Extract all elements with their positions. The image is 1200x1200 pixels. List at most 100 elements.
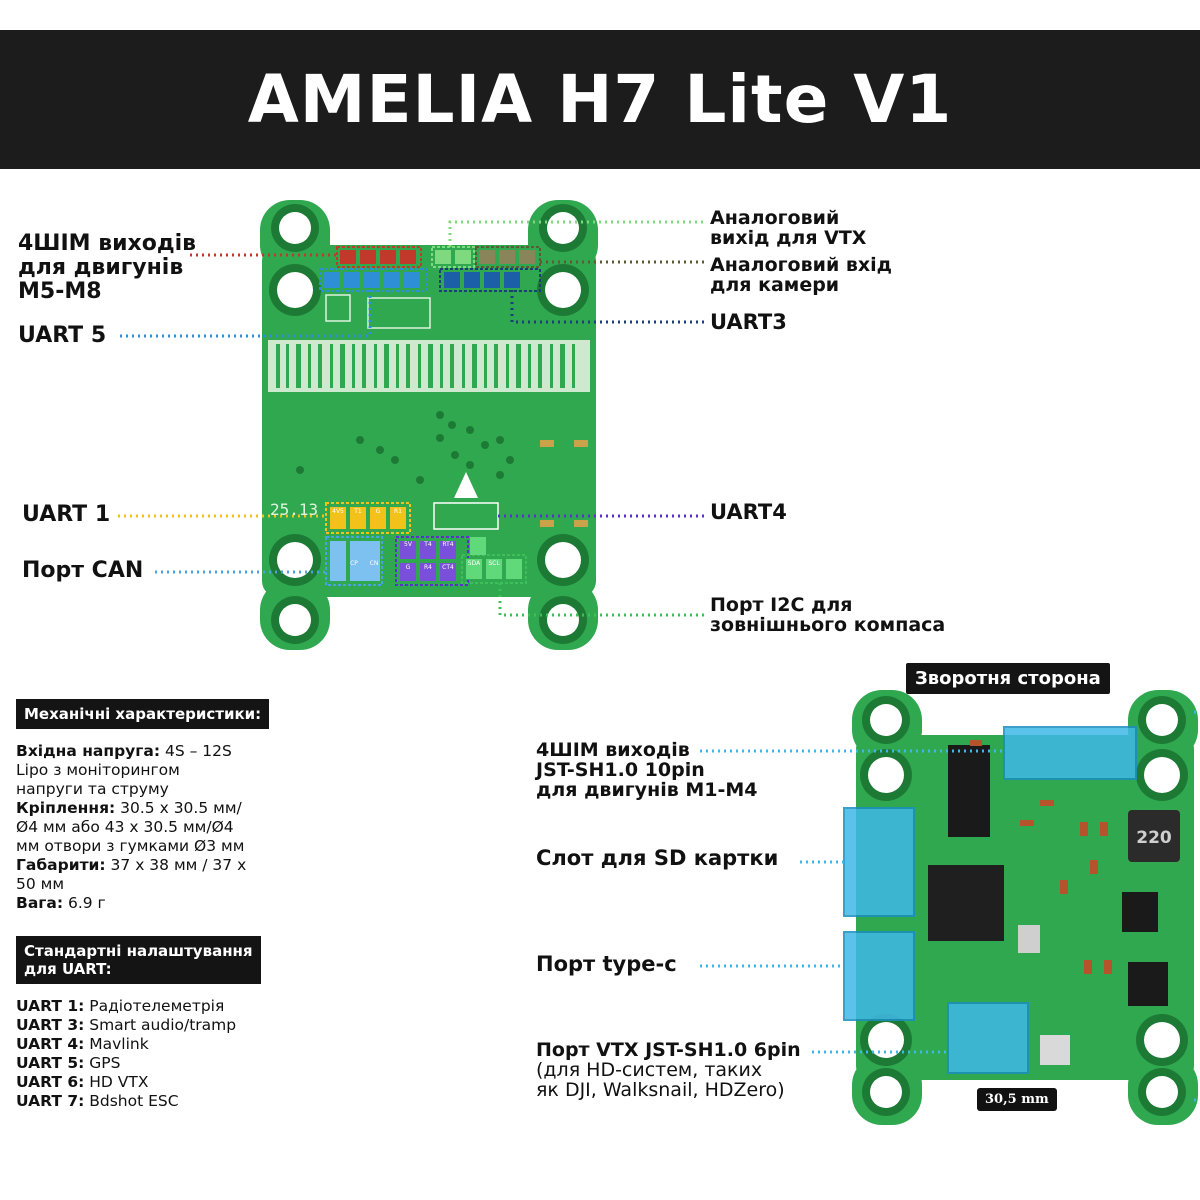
sd-slot bbox=[843, 807, 915, 917]
pad-label: SDA bbox=[467, 560, 481, 567]
back-pwm-line2: JST-SH1.0 10pin bbox=[536, 759, 705, 781]
weight-val: 6.9 г bbox=[63, 894, 106, 912]
mount-line3: мм отвори з гумками Ø3 мм bbox=[16, 837, 245, 855]
back-pwm-line1: 4ШІМ виходів bbox=[536, 739, 690, 761]
type-c-label: Порт type-c bbox=[536, 952, 677, 976]
uart3-label: UART3 bbox=[710, 310, 787, 334]
can-label: Порт CAN bbox=[22, 558, 144, 583]
cam-label-line2: для камери bbox=[710, 274, 840, 296]
vtx-label-line1: Аналоговий bbox=[710, 207, 840, 229]
pad-label: 4V5 bbox=[332, 508, 344, 515]
pad-label: G bbox=[375, 508, 381, 515]
front-leader-lines bbox=[118, 220, 705, 617]
uart5-label: UART 5 bbox=[18, 323, 107, 348]
pad-label: R1 bbox=[394, 508, 402, 515]
pad-label: RT4 bbox=[442, 541, 454, 548]
pwm-m1-m4-connector bbox=[1003, 726, 1137, 780]
analog-vtx-pads bbox=[431, 246, 475, 268]
pwm-m1-m4-label: 4ШІМ виходів JST-SH1.0 10pin для двигуні… bbox=[536, 740, 758, 800]
usb-type-c-port bbox=[843, 931, 915, 1021]
uart-default-item: UART 7: Bdshot ESC bbox=[16, 1092, 236, 1111]
sd-slot-label: Слот для SD картки bbox=[536, 846, 779, 870]
uart-default-item: UART 4: Mavlink bbox=[16, 1035, 236, 1054]
voltage-val: 4S – 12S bbox=[160, 742, 232, 760]
pad-label: CP bbox=[350, 560, 358, 567]
mount-hole bbox=[277, 542, 313, 578]
cam-label-line1: Аналоговий вхід bbox=[710, 254, 893, 276]
i2c-label-line2: зовнішнього компаса bbox=[710, 614, 946, 636]
pad-label: SCL bbox=[488, 560, 500, 567]
uart-header-line2: для UART: bbox=[24, 960, 112, 978]
uart-defaults-list: UART 1: Радіотелеметрія UART 3: Smart au… bbox=[16, 997, 236, 1111]
mech-specs: Вхідна напруга: 4S – 12S Lipo з монітори… bbox=[16, 742, 246, 913]
uart1-label: UART 1 bbox=[22, 502, 111, 527]
back-connectors bbox=[843, 726, 1137, 1074]
uart-header-line1: Стандартні налаштування bbox=[24, 942, 253, 960]
uart1-pads bbox=[325, 502, 411, 534]
silkscreen-date: 25.13 bbox=[270, 500, 319, 519]
uart-key: UART 1: bbox=[16, 997, 85, 1015]
inductor bbox=[1128, 810, 1180, 862]
uart4-purple-pads bbox=[395, 536, 469, 586]
back-side-title: Зворотня сторона bbox=[906, 663, 1110, 694]
mount-key: Кріплення: bbox=[16, 799, 116, 817]
mount-hole bbox=[279, 604, 311, 636]
uart3-pads bbox=[439, 268, 541, 292]
uart-default-item: UART 1: Радіотелеметрія bbox=[16, 997, 236, 1016]
pad-label: G bbox=[405, 564, 411, 571]
mount-val: 30.5 х 30.5 мм/ bbox=[115, 799, 242, 817]
vtx-hd-line3: як DJI, Walksnail, HDZero) bbox=[536, 1079, 785, 1101]
back-pwm-line3: для двигунів M1-M4 bbox=[536, 779, 758, 801]
back-board: 220 bbox=[843, 690, 1198, 1125]
flash-chip bbox=[948, 745, 990, 837]
dims-line2: 50 мм bbox=[16, 875, 65, 893]
uart-defaults-header: Стандартні налаштування для UART: bbox=[16, 936, 261, 984]
uart-key: UART 6: bbox=[16, 1073, 85, 1091]
vtx-hd-label: Порт VTX JST-SH1.0 6pin (для HD-систем, … bbox=[536, 1040, 801, 1100]
pad-label: 5V bbox=[404, 541, 412, 548]
uart-val: Mavlink bbox=[84, 1035, 149, 1053]
uart-val: HD VTX bbox=[84, 1073, 149, 1091]
i2c-pads bbox=[461, 537, 527, 584]
analog-camera-pads bbox=[475, 246, 541, 268]
dims-key: Габарити: bbox=[16, 856, 106, 874]
mount-hole bbox=[547, 212, 579, 244]
mount-hole bbox=[277, 272, 313, 308]
voltage-line2: Lipo з моніторингом bbox=[16, 761, 180, 779]
pad-label: CT4 bbox=[442, 564, 454, 571]
front-board bbox=[260, 200, 598, 650]
vtx-hd-connector bbox=[947, 1002, 1029, 1074]
uart-key: UART 5: bbox=[16, 1054, 85, 1072]
pwm-label-line3: M5-M8 bbox=[18, 279, 102, 304]
inductor-label: 220 bbox=[1136, 828, 1172, 848]
uart5-pads bbox=[319, 268, 427, 292]
pad-label: T4 bbox=[424, 541, 432, 548]
mount-line2: Ø4 мм або 43 х 30.5 мм/Ø4 bbox=[16, 818, 234, 836]
mount-hole bbox=[545, 272, 581, 308]
dimension-badge: 30,5 mm bbox=[977, 1088, 1057, 1111]
mount-hole bbox=[279, 212, 311, 244]
direction-arrow-icon bbox=[454, 472, 478, 498]
analog-vtx-label: Аналоговий вихід для VTX bbox=[710, 208, 866, 248]
vtx-hd-line1: Порт VTX JST-SH1.0 6pin bbox=[536, 1039, 801, 1061]
uart4-label: UART4 bbox=[710, 500, 787, 524]
uart-key: UART 7: bbox=[16, 1092, 85, 1110]
uart-key: UART 4: bbox=[16, 1035, 85, 1053]
boot-button bbox=[1040, 1035, 1070, 1065]
uart-val: Smart audio/tramp bbox=[84, 1016, 237, 1034]
pad-label: R4 bbox=[424, 564, 432, 571]
mcu-chip bbox=[928, 865, 1004, 941]
pwm-label-line1: 4ШІМ виходів bbox=[18, 231, 197, 256]
pwm-label-line2: для двигунів bbox=[18, 255, 184, 280]
pwm-m5-m8-label: 4ШІМ виходів для двигунів M5-M8 bbox=[18, 232, 196, 304]
mount-hole bbox=[547, 604, 579, 636]
voltage-key: Вхідна напруга: bbox=[16, 742, 161, 760]
back-pcb bbox=[856, 735, 1194, 1080]
pwm-m5-m8-pads bbox=[336, 246, 422, 268]
uart-default-item: UART 6: HD VTX bbox=[16, 1073, 236, 1092]
uart-default-item: UART 5: GPS bbox=[16, 1054, 236, 1073]
i2c-label-line1: Порт I2C для bbox=[710, 594, 853, 616]
uart-default-item: UART 3: Smart audio/tramp bbox=[16, 1016, 236, 1035]
weight-key: Вага: bbox=[16, 894, 64, 912]
